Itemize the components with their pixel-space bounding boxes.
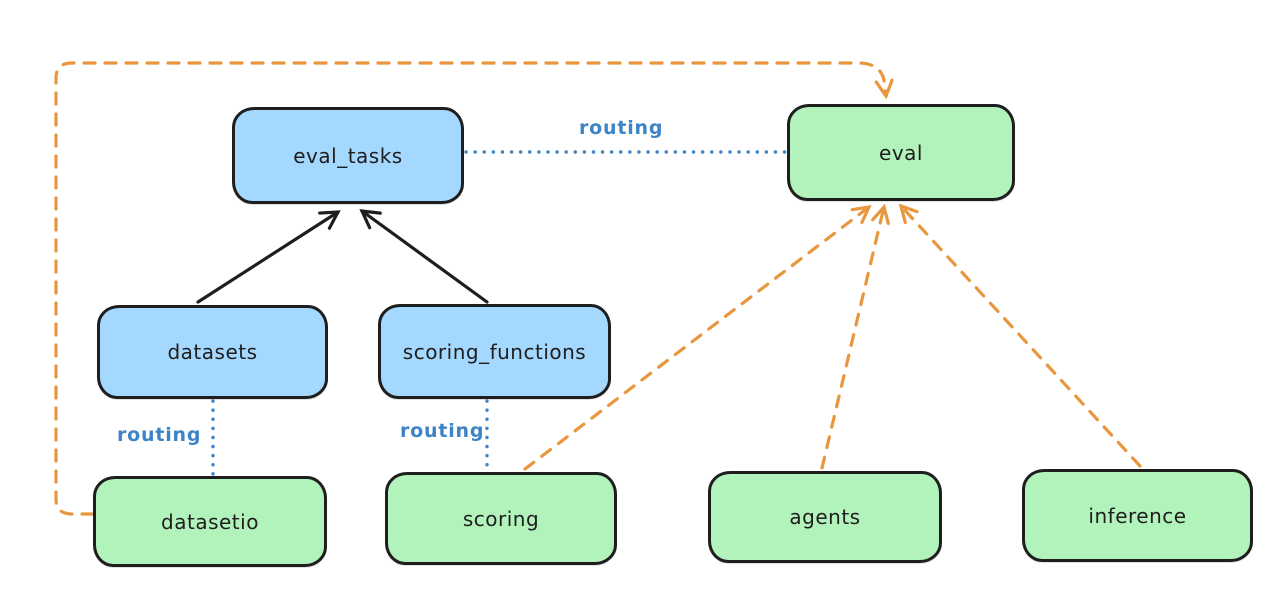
node-datasets: datasets	[97, 305, 328, 399]
node-agents: agents	[708, 471, 942, 563]
node-datasetio: datasetio	[93, 476, 327, 567]
node-eval-label: eval	[879, 140, 923, 165]
node-eval-tasks: eval_tasks	[232, 107, 464, 204]
routing-label-scoring-functions-scoring: routing	[400, 420, 485, 442]
edge-agents-to-eval	[820, 203, 890, 470]
edge-scoring-to-eval	[523, 204, 872, 471]
node-scoring-label: scoring	[462, 506, 540, 531]
routing-label-eval-tasks-eval: routing	[579, 117, 664, 139]
node-scoring-functions: scoring_functions	[378, 304, 611, 399]
edge-scoring_functions-to-eval_tasks	[359, 209, 489, 304]
node-scoring: scoring	[385, 472, 617, 565]
routing-label-datasets-datasetio: routing	[117, 424, 202, 446]
edge-inference-to-eval	[898, 203, 1142, 468]
node-datasetio-label: datasetio	[161, 509, 259, 534]
node-eval: eval	[787, 104, 1015, 201]
node-inference-label: inference	[1088, 503, 1187, 528]
node-inference: inference	[1022, 469, 1253, 562]
edge-datasets-to-eval_tasks	[196, 210, 341, 304]
edge-datasetio-to-eval-loop	[54, 61, 894, 516]
node-scoring-functions-label: scoring_functions	[402, 339, 587, 364]
node-agents-label: agents	[789, 505, 861, 529]
node-datasets-label: datasets	[167, 340, 258, 364]
node-eval-tasks-label: eval_tasks	[293, 143, 403, 168]
